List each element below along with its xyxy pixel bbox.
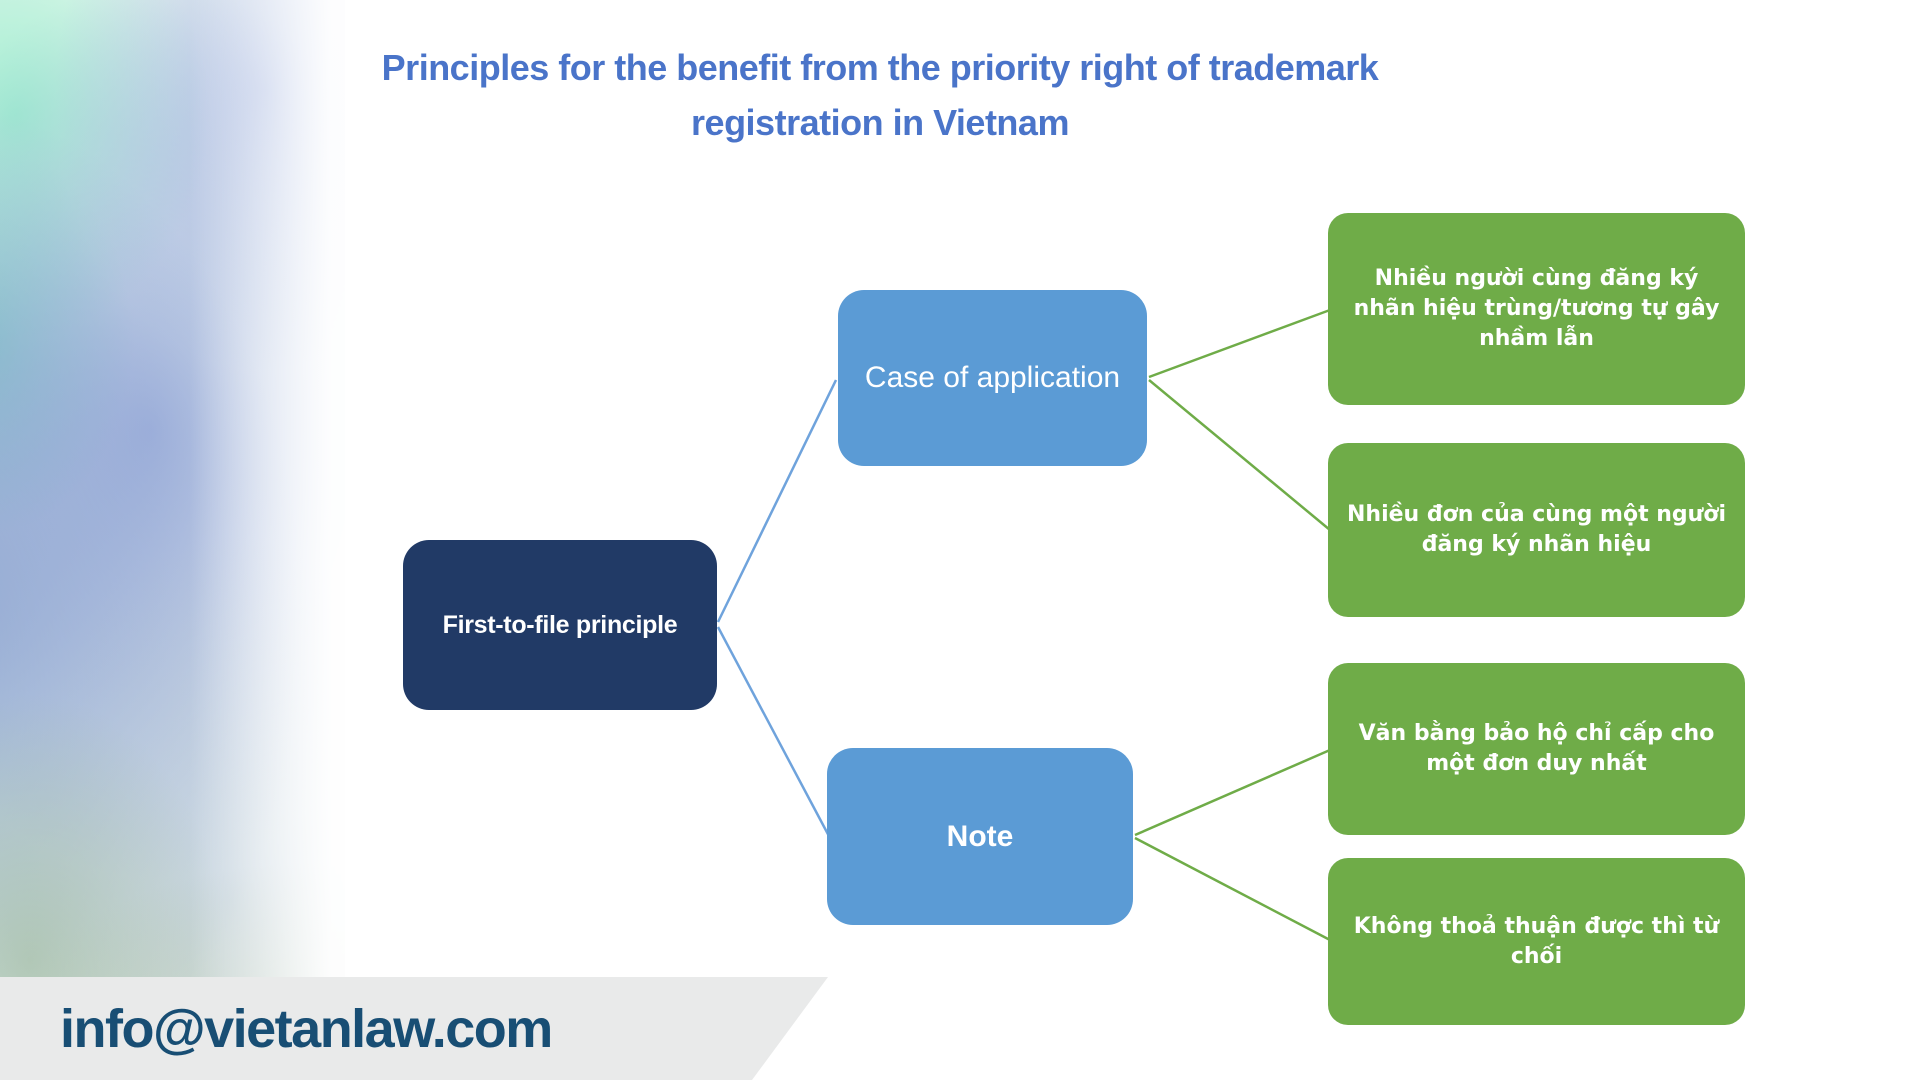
leaf-4-label: Không thoả thuận được thì từ chối	[1353, 913, 1720, 969]
leaf-3-label: Văn bằng bảo hộ chỉ cấp cho một đơn duy …	[1358, 721, 1715, 776]
branch-note-label: Note	[946, 819, 1014, 853]
connector-note-to-leaf-3	[1134, 748, 1331, 837]
connector-root-to-note	[716, 626, 832, 839]
root-node-first-to-file: First-to-file principle	[403, 540, 717, 710]
footer-email: info@vietanlaw.com	[60, 998, 553, 1059]
branch-node-case-of-application: Case of application	[838, 290, 1147, 466]
leaf-node-multiple-applications-same-person: Nhiều đơn của cùng một người đăng ký nhã…	[1328, 443, 1745, 617]
page-title-line-2: registration in Vietnam	[691, 102, 1069, 143]
connector-note-to-leaf-4	[1134, 836, 1331, 942]
leaf-2-label: Nhiều đơn của cùng một người đăng ký nhã…	[1347, 502, 1726, 557]
footer-band: info@vietanlaw.com	[0, 977, 828, 1080]
page-title-line-1: Principles for the benefit from the prio…	[381, 47, 1379, 88]
leaf-node-refusal-without-agreement: Không thoả thuận được thì từ chối	[1328, 858, 1745, 1025]
root-node-label: First-to-file principle	[442, 610, 678, 639]
branch-node-note: Note	[827, 748, 1133, 925]
page-title: Principles for the benefit from the prio…	[240, 40, 1520, 150]
leaf-node-single-certificate: Văn bằng bảo hộ chỉ cấp cho một đơn duy …	[1328, 663, 1745, 835]
connector-root-to-case	[716, 379, 838, 623]
leaf-node-multiple-applicants: Nhiều người cùng đăng ký nhãn hiệu trùng…	[1328, 213, 1745, 405]
leaf-1-label: Nhiều người cùng đăng ký nhãn hiệu trùng…	[1353, 266, 1720, 351]
connector-case-to-leaf-1	[1148, 308, 1331, 379]
decorative-wave-art	[0, 0, 345, 1080]
connector-case-to-leaf-2	[1148, 379, 1331, 531]
branch-case-label: Case of application	[864, 361, 1121, 394]
